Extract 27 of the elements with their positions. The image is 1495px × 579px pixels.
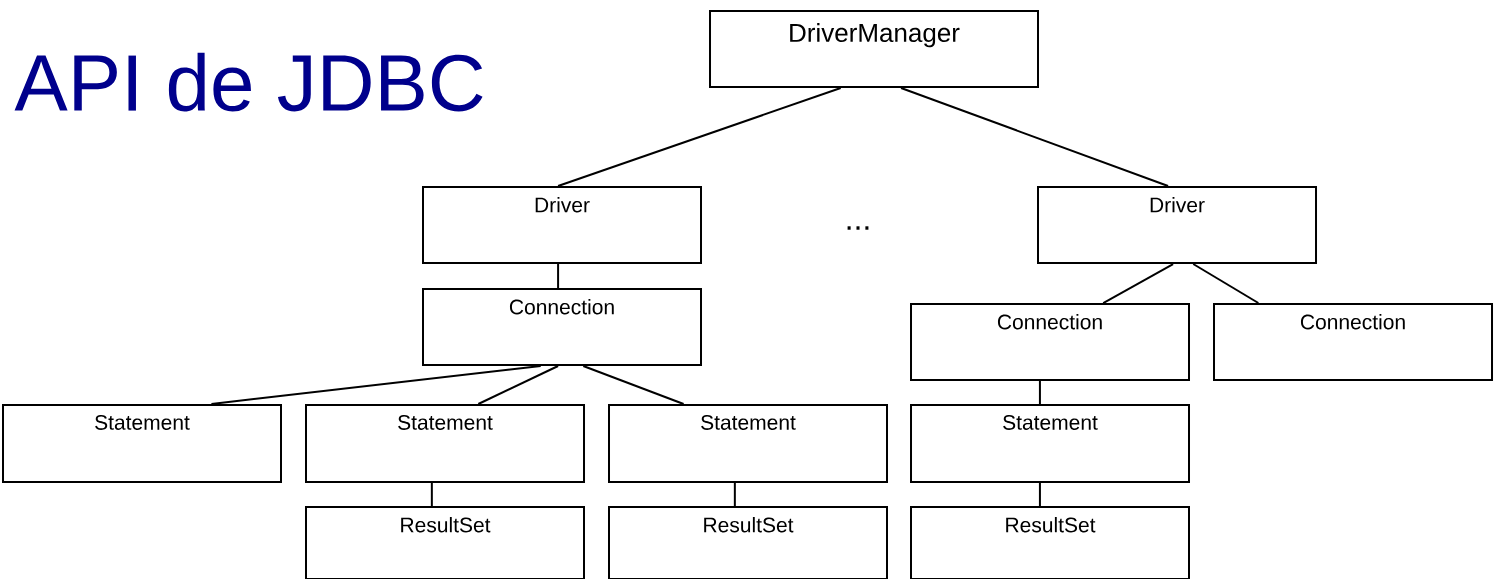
- class-box: Statement: [305, 404, 585, 483]
- connector-line: [557, 87, 842, 187]
- class-box: Statement: [910, 404, 1190, 483]
- class-box: Driver: [422, 186, 702, 264]
- class-box: DriverManager: [709, 10, 1039, 88]
- class-box: Connection: [422, 288, 702, 366]
- class-box: Statement: [608, 404, 888, 483]
- class-box: ResultSet: [910, 506, 1190, 579]
- connector-line: [557, 263, 560, 289]
- connector-line: [1102, 263, 1175, 304]
- connector-line: [733, 482, 736, 507]
- connector-line: [430, 482, 433, 507]
- connector-line: [1038, 482, 1041, 507]
- connector-line: [900, 87, 1170, 187]
- connector-line: [1038, 380, 1041, 405]
- connector-line: [1192, 263, 1260, 304]
- class-box: ResultSet: [305, 506, 585, 579]
- class-box: Driver: [1037, 186, 1317, 264]
- connector-line: [582, 365, 685, 405]
- class-box: Connection: [1213, 303, 1493, 381]
- ellipsis-label: ...: [847, 226, 869, 230]
- connector-line: [210, 365, 542, 405]
- class-box: Connection: [910, 303, 1190, 381]
- connector-line: [477, 365, 560, 405]
- class-box: Statement: [2, 404, 282, 483]
- title: API de JDBC: [14, 52, 483, 112]
- class-box: ResultSet: [608, 506, 888, 579]
